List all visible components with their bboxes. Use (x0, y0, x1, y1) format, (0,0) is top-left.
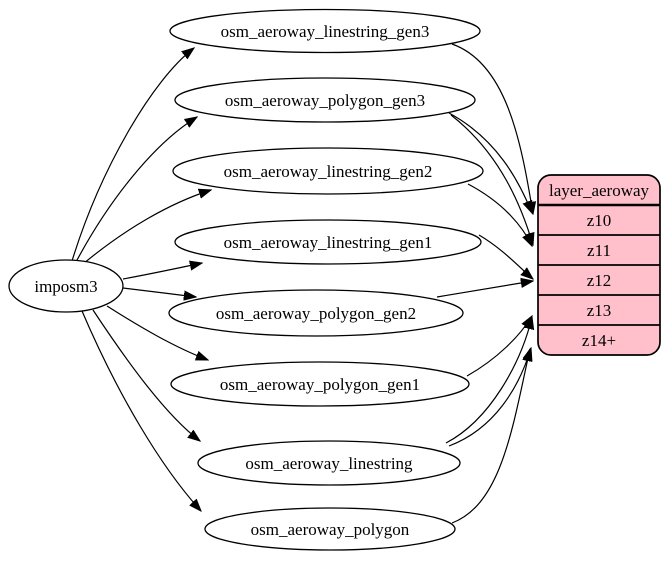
imposm3-label: imposm3 (34, 277, 97, 296)
edges-from-source (71, 48, 211, 511)
table-ellipse (172, 147, 484, 195)
edge-osm_aeroway_linestring_gen2-z11 (467, 183, 532, 246)
table-ellipse (174, 219, 482, 265)
table-ellipse (197, 440, 461, 486)
table-label: osm_aeroway_polygon (251, 520, 410, 539)
edge-osm_aeroway_linestring-z13 (445, 317, 532, 444)
table-ellipse (170, 361, 470, 407)
edge-imposm3-osm_aeroway_polygon_gen2 (122, 287, 196, 297)
layer-row-z11: z11 (587, 241, 611, 260)
edge-imposm3-osm_aeroway_linestring (92, 309, 200, 441)
table-label: osm_aeroway_polygon_gen1 (220, 375, 420, 394)
edge-osm_aeroway_linestring-z14 (448, 348, 531, 447)
node-osm_aeroway_polygon_gen3: osm_aeroway_polygon_gen3 (174, 77, 476, 123)
node-osm_aeroway_linestring: osm_aeroway_linestring (197, 440, 461, 486)
node-osm_aeroway_linestring_gen2: osm_aeroway_linestring_gen2 (172, 147, 484, 195)
table-ellipse (168, 289, 464, 337)
edge-imposm3-osm_aeroway_linestring_gen2 (82, 190, 211, 265)
layer-row-z13: z13 (587, 301, 612, 320)
edge-imposm3-osm_aeroway_linestring_gen3 (71, 48, 194, 262)
edge-osm_aeroway_linestring_gen1-z12 (478, 234, 533, 279)
layer-row-z10: z10 (587, 211, 612, 230)
imposm3-ellipse (8, 259, 124, 313)
node-imposm3: imposm3 (8, 259, 124, 313)
edge-osm_aeroway_linestring_gen3-z10 (451, 43, 533, 214)
table-label: osm_aeroway_linestring_gen1 (224, 233, 433, 252)
table-ellipse (169, 8, 481, 54)
table-ellipse (204, 507, 456, 551)
layer-row-z14: z14+ (582, 331, 616, 350)
node-osm_aeroway_linestring_gen1: osm_aeroway_linestring_gen1 (174, 219, 482, 265)
edge-imposm3-osm_aeroway_polygon_gen3 (75, 117, 197, 263)
edge-imposm3-osm_aeroway_polygon_gen1 (106, 305, 208, 361)
node-osm_aeroway_polygon_gen1: osm_aeroway_polygon_gen1 (170, 361, 470, 407)
edge-osm_aeroway_polygon_gen3-z11 (450, 114, 533, 245)
table-label: osm_aeroway_polygon_gen3 (225, 91, 425, 110)
layer-title: layer_aeroway (549, 181, 650, 200)
node-osm_aeroway_polygon: osm_aeroway_polygon (204, 507, 456, 551)
edge-imposm3-osm_aeroway_linestring_gen1 (122, 263, 202, 280)
table-label: osm_aeroway_polygon_gen2 (216, 304, 416, 323)
edge-osm_aeroway_polygon_gen1-z13 (466, 316, 532, 377)
edge-imposm3-osm_aeroway_polygon (81, 310, 201, 511)
node-osm_aeroway_linestring_gen3: osm_aeroway_linestring_gen3 (169, 8, 481, 54)
node-layer-aeroway: layer_aeroway z10 z11 z12 z13 z14+ (537, 174, 661, 356)
table-ellipse (174, 77, 476, 123)
edges-to-layer (436, 43, 533, 524)
edge-osm_aeroway_polygon_gen2-z12 (436, 281, 533, 298)
table-label: osm_aeroway_linestring_gen2 (224, 162, 433, 181)
node-osm_aeroway_polygon_gen2: osm_aeroway_polygon_gen2 (168, 289, 464, 337)
edge-osm_aeroway_polygon-z14 (451, 349, 530, 524)
edge-osm_aeroway_polygon_gen3-z10 (448, 112, 533, 213)
table-label: osm_aeroway_linestring_gen3 (221, 22, 430, 41)
table-label: osm_aeroway_linestring (245, 454, 413, 473)
layer-row-z12: z12 (587, 271, 612, 290)
